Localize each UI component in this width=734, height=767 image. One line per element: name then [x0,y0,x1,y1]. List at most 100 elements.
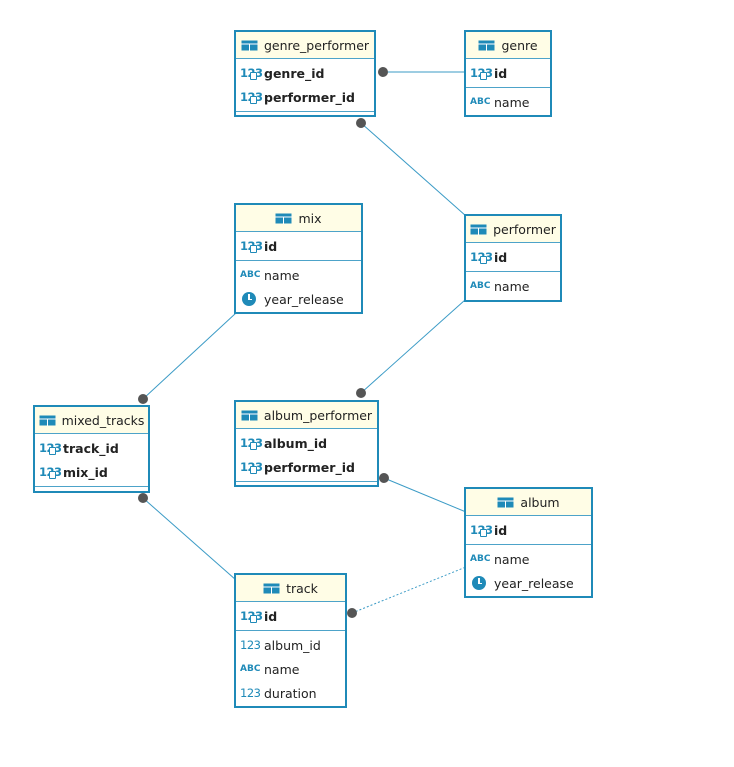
table-icon [38,415,56,426]
column-name: track_id [63,440,119,456]
entity-header: genre_performer [236,32,374,59]
rel-album-performer-album [383,477,467,513]
column-name: year_release [264,291,344,307]
entity-footer [35,486,148,491]
column-name: name [264,661,300,677]
key-number-icon: 123 [240,436,263,450]
entity-title: mixed_tracks [61,412,145,428]
entity-header: performer [466,216,560,243]
number-type-icon: 123 [240,638,261,652]
entity-title: album [520,494,560,510]
column-name: name [264,267,300,283]
key-number-icon: 123 [240,66,263,80]
entity-footer [236,481,377,486]
rel-end-dot [138,394,148,404]
rel-mixed-tracks-track [142,497,237,581]
entity-header: mix [236,205,361,232]
clock-icon [242,292,256,306]
table-icon [240,410,258,421]
column-name: name [494,551,530,567]
entity-header: genre [466,32,550,59]
table-icon [240,40,258,51]
table-icon [470,224,488,235]
column-name: name [494,278,530,294]
column-name: name [494,94,530,110]
key-number-icon: 123 [470,523,493,537]
text-type-icon: ABC [240,270,261,280]
table-icon [275,213,293,224]
rel-end-dot [356,388,366,398]
key-number-icon: 123 [240,90,263,104]
column-name: performer_id [264,89,355,105]
rel-end-dot [378,67,388,77]
column-name: year_release [494,575,574,591]
column-name: id [494,522,508,538]
column-name: album_id [264,637,321,653]
entity-footer [236,111,374,116]
entity-title: mix [298,210,322,226]
entity-header: album [466,489,591,516]
column-name: id [494,249,508,265]
key-number-icon: 123 [39,465,62,479]
rel-album-performer-performer [360,299,466,394]
rel-end-dot [138,493,148,503]
key-number-icon: 123 [39,441,62,455]
column-name: id [264,608,278,624]
rel-end-dot [347,608,357,618]
column-name: id [494,65,508,81]
column-row[interactable]: year_release [236,287,361,311]
text-type-icon: ABC [240,664,261,674]
entity-header: track [236,575,345,602]
table-icon [478,40,496,51]
key-number-icon: 123 [470,250,493,264]
number-type-icon: 123 [240,686,261,700]
clock-icon [472,576,486,590]
entity-title: track [286,580,318,596]
entity-header: album_performer [236,402,377,429]
text-type-icon: ABC [470,554,491,564]
entity-title: album_performer [263,407,373,423]
text-type-icon: ABC [470,281,491,291]
entity-title: genre [501,37,538,53]
column-name: duration [264,685,317,701]
entity-header: mixed_tracks [35,407,148,434]
column-name: mix_id [63,464,108,480]
column-name: id [264,238,278,254]
column-name: album_id [264,435,328,451]
column-name: genre_id [264,65,325,81]
rel-end-dot [356,118,366,128]
entity-title: genre_performer [263,37,370,53]
text-type-icon: ABC [470,97,491,107]
key-number-icon: 123 [240,460,263,474]
column-row[interactable]: year_release [466,571,591,595]
table-icon [263,583,281,594]
key-number-icon: 123 [240,239,263,253]
